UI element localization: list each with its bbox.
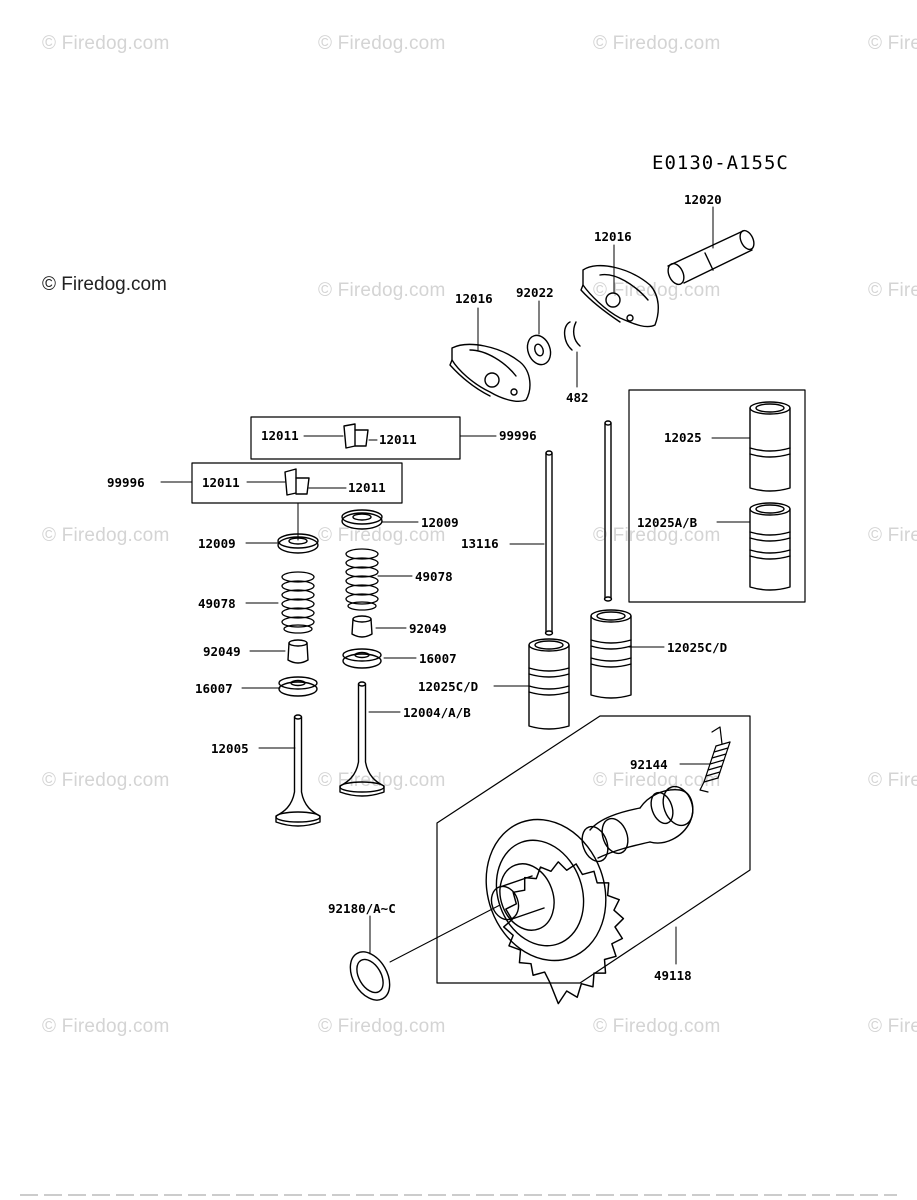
spring-seat-left: [278, 676, 318, 697]
tappet-12025ab: [749, 502, 791, 591]
watermark: © Firedog.com: [42, 1016, 170, 1037]
label-12009-right: 12009: [421, 515, 459, 530]
kit-box-99996-left: [191, 462, 403, 504]
kit-box-99996-right: [250, 416, 461, 460]
retainer-right: [341, 509, 383, 530]
watermark: © Firedog.com: [318, 33, 446, 54]
camshaft: [485, 785, 694, 1005]
governor-spring: [699, 726, 731, 793]
valve-12004: [339, 681, 385, 797]
label-49078-right: 49078: [415, 569, 453, 584]
watermark: © Firedog.com: [868, 1016, 917, 1037]
label-92144: 92144: [630, 757, 668, 772]
collet-right: [343, 423, 369, 449]
retainer-left: [277, 533, 319, 554]
label-49118: 49118: [654, 968, 692, 983]
circlip-482: [563, 321, 581, 351]
collet-left: [284, 468, 310, 496]
pushrod-left: [544, 450, 554, 636]
watermark: © Firedog.com: [868, 525, 917, 546]
watermark: © Firedog.com: [868, 280, 917, 301]
label-92049-right: 92049: [409, 621, 447, 636]
label-12011-a: 12011: [261, 428, 299, 443]
label-12005: 12005: [211, 741, 249, 756]
label-12020: 12020: [684, 192, 722, 207]
watermark: © Firedog.com: [593, 33, 721, 54]
watermark: © Firedog.com: [318, 1016, 446, 1037]
watermark: © Firedog.com: [593, 525, 721, 546]
label-13116: 13116: [461, 536, 499, 551]
label-16007-left: 16007: [195, 681, 233, 696]
box-49118: [436, 715, 751, 984]
label-12004ab: 12004/A/B: [403, 705, 471, 720]
diagram-code: E0130-A155C: [652, 152, 789, 174]
watermark: © Firedog.com: [42, 770, 170, 791]
label-12011-d: 12011: [348, 480, 386, 495]
label-49078-left: 49078: [198, 596, 236, 611]
valve-12005: [275, 714, 321, 827]
watermark: © Firedog.com: [593, 770, 721, 791]
watermark: © Firedog.com: [318, 280, 446, 301]
watermark: © Firedog.com: [42, 33, 170, 54]
tappet-left: [528, 638, 570, 730]
label-12025cd-right: 12025C/D: [667, 640, 728, 655]
spring-seat-right: [342, 648, 382, 669]
watermark: © Firedog.com: [42, 525, 170, 546]
rocker-arm-left: [449, 343, 531, 402]
label-92180: 92180/A~C: [328, 901, 396, 916]
pushrod-right: [603, 420, 613, 602]
spring-right: [345, 548, 379, 611]
page-bottom-edge: [20, 1194, 897, 1196]
watermark: © Firedog.com: [318, 525, 446, 546]
label-92022: 92022: [516, 285, 554, 300]
spring-left: [281, 571, 315, 634]
label-12016-left: 12016: [455, 291, 493, 306]
watermark: © Firedog.com: [868, 770, 917, 791]
rocker-arm-right: [580, 264, 659, 328]
label-12016-right: 12016: [594, 229, 632, 244]
seal-right: [351, 615, 373, 638]
watermark: © Firedog.com: [868, 33, 917, 54]
label-12025: 12025: [664, 430, 702, 445]
label-482: 482: [566, 390, 589, 405]
brand-watermark: © Firedog.com: [42, 274, 167, 295]
shim-92180: [349, 951, 391, 1001]
watermark: © Firedog.com: [593, 1016, 721, 1037]
label-99996-right: 99996: [499, 428, 537, 443]
label-99996-left: 99996: [107, 475, 145, 490]
label-12011-c: 12011: [202, 475, 240, 490]
label-12025cd-left: 12025C/D: [418, 679, 479, 694]
label-12025ab: 12025A/B: [637, 515, 698, 530]
label-92049-left: 92049: [203, 644, 241, 659]
tappet-12025: [749, 401, 791, 492]
washer-92022: [526, 334, 552, 366]
tappet-right: [590, 609, 632, 699]
watermark: © Firedog.com: [593, 280, 721, 301]
seal-left: [287, 639, 309, 664]
label-12011-b: 12011: [379, 432, 417, 447]
rocker-shaft: [667, 229, 755, 286]
label-12009-left: 12009: [198, 536, 236, 551]
label-16007-right: 16007: [419, 651, 457, 666]
watermark: © Firedog.com: [318, 770, 446, 791]
box-12025: [628, 389, 806, 603]
